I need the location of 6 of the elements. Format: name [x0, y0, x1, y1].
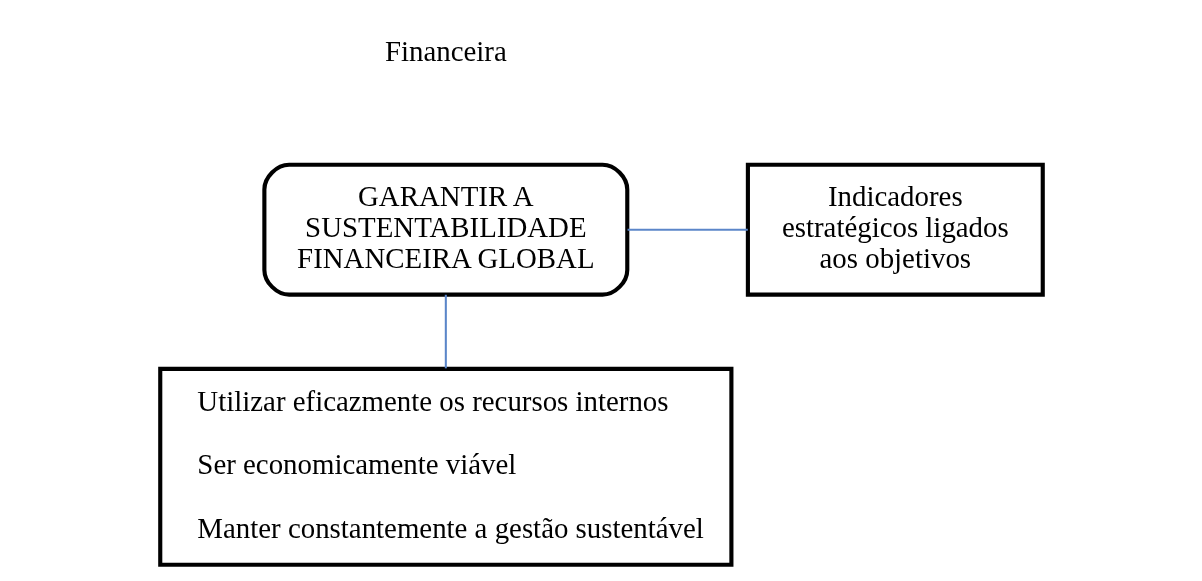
connector [444, 294, 447, 369]
connector [627, 228, 748, 231]
label: Financeira [384, 35, 507, 68]
node-box: Indicadores estratégicos ligados aos objetivos [745, 162, 1045, 297]
node-box: Utilizar eficazmente os recursos internos Ser economicamente viável Manter constantemente a gestão sustentável [157, 366, 733, 567]
node-box: GARANTIR A SUSTENTABILIDADE FINANCEIRA GLOBAL [261, 162, 629, 297]
